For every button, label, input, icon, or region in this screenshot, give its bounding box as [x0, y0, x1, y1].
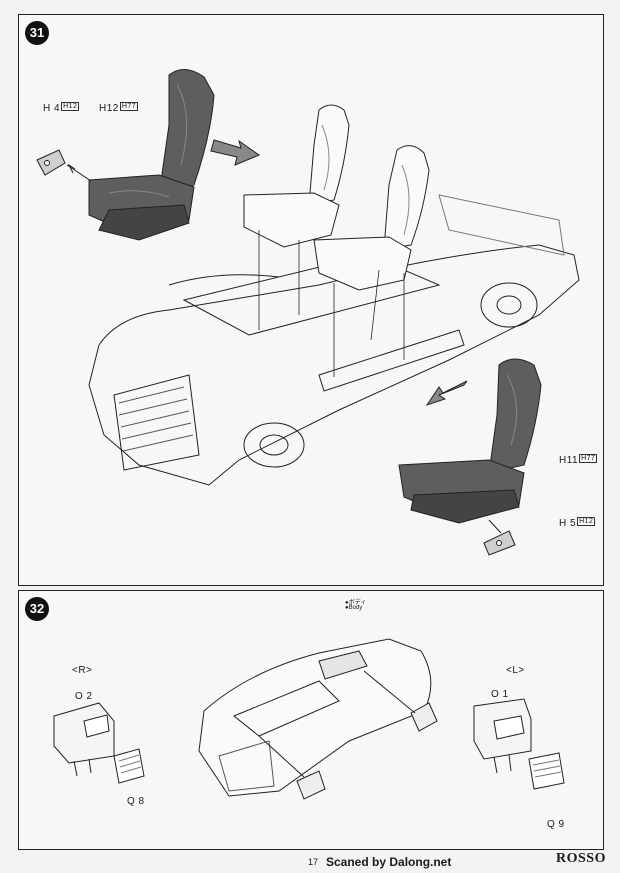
assembly-arrow-line — [488, 519, 502, 534]
chassis-body — [88, 194, 580, 486]
assembly-guide-line — [258, 735, 305, 778]
direction-arrow-left — [425, 380, 468, 406]
scan-credit: Scaned by Dalong.net — [326, 855, 452, 869]
callout-body-en: ●Body — [345, 605, 363, 611]
assembly-guide-line — [363, 670, 416, 714]
seat-mount-bracket-h4 — [36, 149, 66, 176]
part-label-o2: O 2 — [75, 691, 93, 702]
part-label-o1: O 1 — [491, 689, 509, 700]
step-32-illustration — [53, 638, 565, 800]
taillight-housing-left — [473, 698, 532, 774]
side-label-left: <L> — [506, 665, 525, 676]
part-label-q8: Q 8 — [127, 796, 145, 807]
seat-installed-front-right — [313, 145, 430, 291]
taillight-lens-left — [410, 702, 438, 732]
step-32-panel: 32 — [18, 590, 604, 850]
callout-body-jp: ●ボディ — [345, 600, 367, 606]
step-number-badge: 32 — [25, 597, 49, 621]
seat-assembly-right-detached — [398, 358, 542, 524]
step-31-illustration — [36, 69, 580, 556]
page-number: 17 — [308, 857, 319, 867]
taillight-housing-right — [53, 702, 115, 777]
seat-assembly-left-detached — [88, 69, 215, 241]
direction-arrow-right — [210, 139, 261, 166]
side-label-right: <R> — [72, 665, 93, 676]
seat-mount-bracket-h5 — [483, 530, 516, 556]
taillight-lens-right — [296, 770, 326, 800]
brand-logo-text: ROSSO — [556, 851, 606, 866]
seat-installed-front-left — [243, 104, 350, 248]
step-number-badge: 31 — [25, 21, 49, 45]
taillight-lens-q8 — [113, 748, 145, 784]
assembly-arrow-line — [66, 164, 92, 182]
part-label-q9: Q 9 — [547, 819, 565, 830]
seat-guide-lines — [258, 230, 405, 377]
taillight-lens-q9 — [528, 752, 565, 790]
step-31-panel: 31 — [18, 14, 604, 586]
